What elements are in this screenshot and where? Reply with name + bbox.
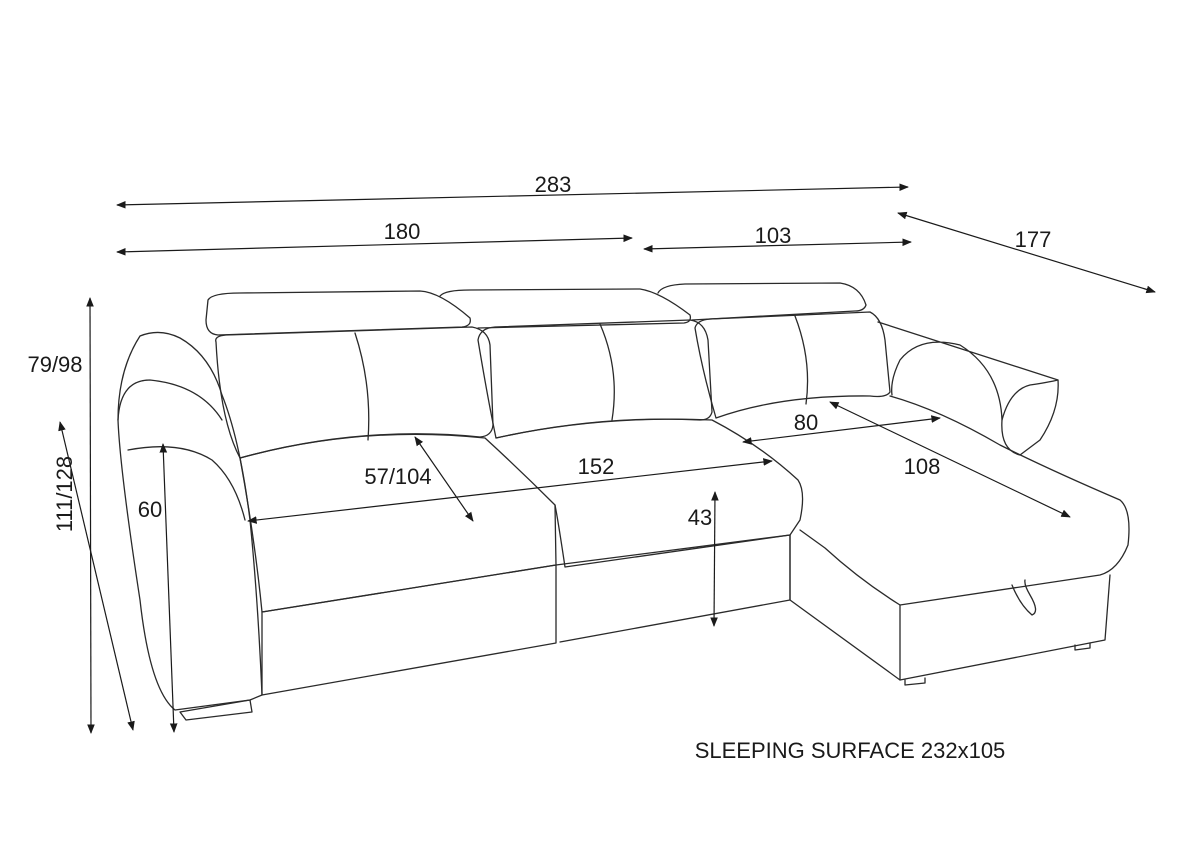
label-total-width: 283 — [535, 172, 572, 197]
label-seat-height: 43 — [688, 505, 712, 530]
back-cushion-left — [215, 326, 494, 459]
chaise-seat — [799, 395, 1130, 606]
chaise-arm — [877, 321, 1059, 456]
label-chaise-width: 103 — [755, 223, 792, 248]
label-chaise-seat-length: 108 — [904, 454, 941, 479]
label-seat-depth: 57/104 — [364, 464, 431, 489]
seat-base-left — [261, 564, 557, 696]
pull-handle — [1011, 579, 1037, 616]
seat-left — [239, 433, 557, 613]
label-total-height: 111/128 — [52, 456, 77, 532]
label-chaise-seat-width: 80 — [794, 410, 818, 435]
label-seat-width: 152 — [578, 454, 615, 479]
label-back-height: 79/98 — [27, 352, 82, 377]
back-cushion-middle — [477, 319, 713, 439]
seat-middle — [495, 418, 804, 568]
label-sofa-width: 180 — [384, 219, 421, 244]
headrest-right — [657, 282, 867, 321]
dimension-arrows — [58, 183, 1156, 734]
label-chaise-depth: 177 — [1015, 227, 1052, 252]
label-arm-height: 60 — [138, 497, 162, 522]
headrest-middle — [439, 288, 692, 329]
sofa-outline — [117, 282, 1130, 721]
sleeping-surface-note: SLEEPING SURFACE 232x105 — [695, 738, 1006, 763]
chaise-base — [789, 534, 1111, 681]
headrest-left — [205, 290, 471, 336]
dimension-labels: 283 180 103 177 79/98 111/128 60 57/104 … — [27, 172, 1051, 763]
back-cushion-right — [694, 311, 891, 419]
